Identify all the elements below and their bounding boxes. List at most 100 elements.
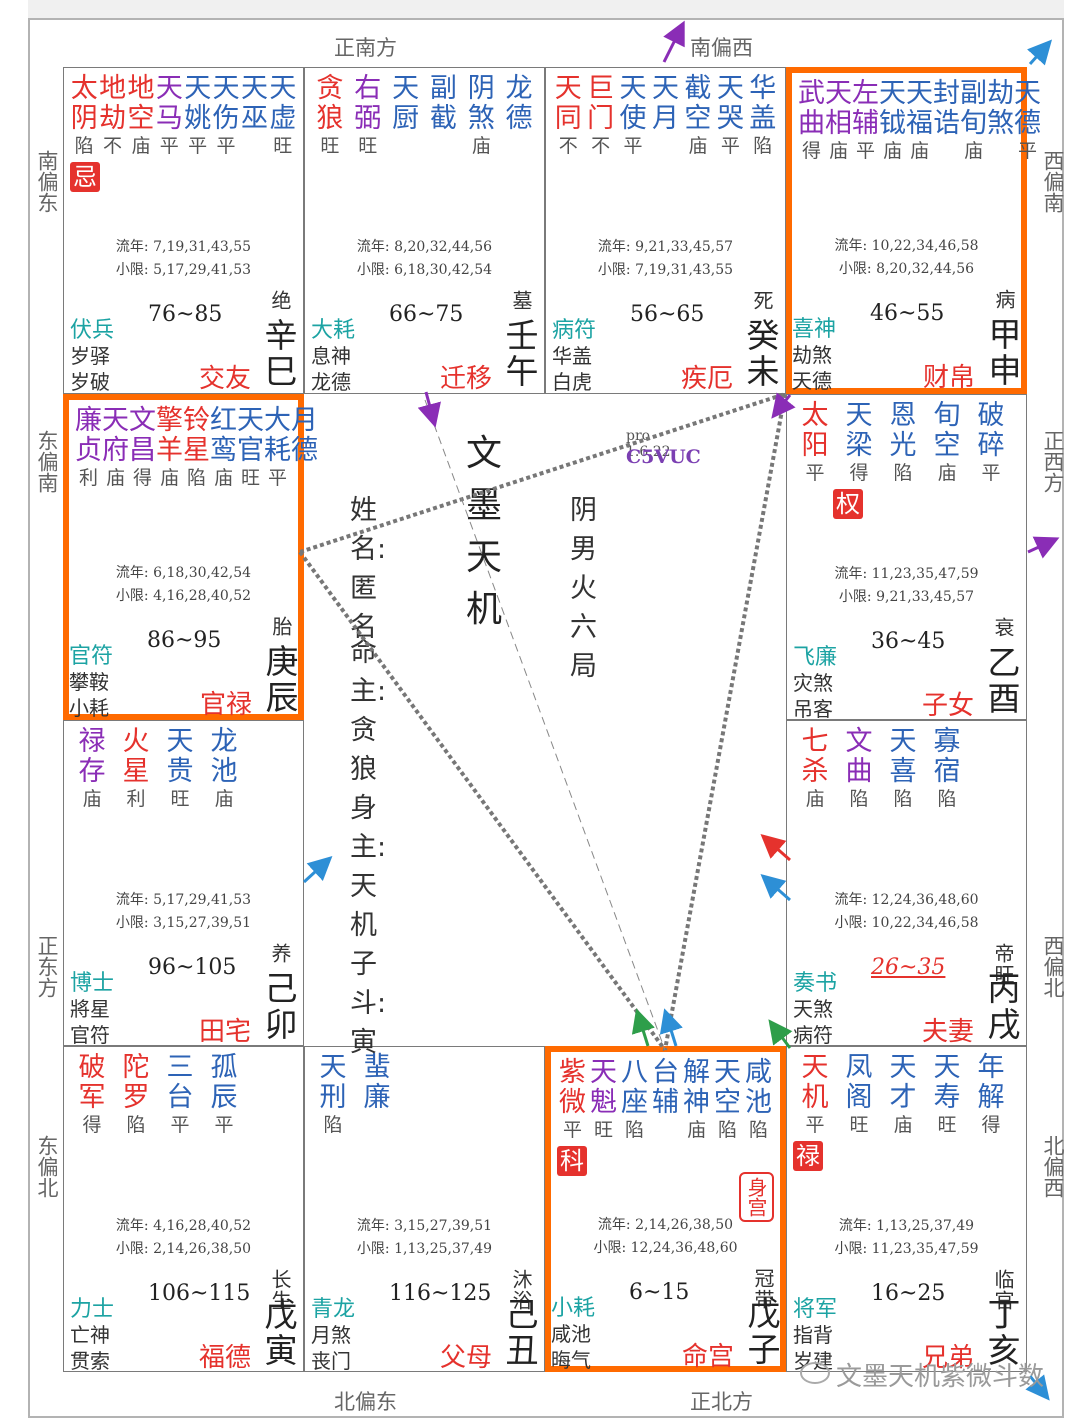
star-list: 天 同不巨 门不天 使平天 月 截 空庙天 哭平华 盖陷 <box>552 74 779 158</box>
star-name: 紫 微 <box>559 1057 586 1118</box>
arrow-blue-right <box>760 874 791 902</box>
star-brightness: 得 <box>849 462 869 484</box>
doctor-star: 青龙 <box>311 1297 356 1322</box>
changsheng-stage: 临官 <box>991 1269 1015 1311</box>
star-name: 太 阳 <box>801 400 829 461</box>
star-brightness: 旺 <box>320 135 340 157</box>
palace-name: 交友 <box>198 364 251 394</box>
star-brightness: 平 <box>170 1114 190 1136</box>
chart-code: C5VUC <box>626 446 701 468</box>
year-god-2: 白虎 <box>552 370 592 394</box>
star-brightness: 平 <box>562 1119 582 1141</box>
star-brightness: 庙 <box>882 140 902 162</box>
arrow-red <box>760 834 791 862</box>
decade-range: 16~25 <box>871 1281 946 1306</box>
direction-left-1: 南偏东 <box>35 150 59 213</box>
star-name: 武 曲 <box>798 78 825 139</box>
changsheng-stage: 养 <box>268 943 292 964</box>
star: 天 官旺 <box>237 406 264 490</box>
star-name: 擎 羊 <box>156 405 183 466</box>
star-name: 龙 德 <box>505 73 533 134</box>
heavenly-stem: 庚 <box>260 644 299 677</box>
star: 副 截 <box>424 74 462 158</box>
direction-bottom-left: 北偏东 <box>334 1390 397 1414</box>
star-name: 天 伤 <box>212 73 240 134</box>
star: 咸 池陷 <box>743 1058 774 1142</box>
decade-range: 116~125 <box>389 1281 492 1306</box>
star-name: 台 辅 <box>652 1057 679 1118</box>
doctor-star: 飞廉 <box>793 645 838 670</box>
star-name: 禄 存 <box>78 726 106 787</box>
star-brightness: 旺 <box>170 788 190 810</box>
earthly-branch: 辰 <box>260 680 299 713</box>
palace-cell-si[interactable]: 太 阴陷地 劫不地 空庙天 马平天 姚平天 伤平天 巫 天 虚旺忌流年: 7,1… <box>63 67 304 394</box>
xiaoxian-line: 小限: 6,18,30,42,54 <box>356 262 493 278</box>
gender-line: 阴男 火六局 <box>570 495 597 682</box>
liunian-line: 流年: 12,24,36,48,60 <box>834 892 979 908</box>
star-brightness: 庙 <box>82 788 102 810</box>
star-brightness: 旺 <box>593 1119 613 1141</box>
star: 天 福庙 <box>906 79 933 163</box>
star: 华 盖陷 <box>747 74 779 158</box>
palace-name: 父母 <box>439 1343 492 1373</box>
star: 副 旬庙 <box>960 79 987 163</box>
star: 八 座陷 <box>619 1058 650 1142</box>
direction-top-right: 南偏西 <box>690 36 753 60</box>
chart-frame <box>28 18 1064 1418</box>
liunian-line: 流年: 8,20,32,44,56 <box>356 239 493 255</box>
palace-name: 财帛 <box>922 363 975 393</box>
star-name: 陀 罗 <box>122 1052 150 1113</box>
star-name: 副 旬 <box>960 78 987 139</box>
direction-right-2: 正西方 <box>1041 430 1065 493</box>
star: 天 府庙 <box>102 406 129 490</box>
palace-cell-shen[interactable]: 武 曲得天 相庙左 辅平天 钺庙天 福庙封 诰 副 旬庙劫 煞 天 德平流年: … <box>786 67 1041 394</box>
palace-cell-wu[interactable]: 贪 狼旺右 弼旺天 厨 副 截 阴 煞庙龙 德 流年: 8,20,32,44,5… <box>304 67 545 394</box>
star-brightness: 旺 <box>240 467 260 489</box>
year-god-1: 劫煞 <box>792 343 832 367</box>
star-name: 火 星 <box>122 726 150 787</box>
heavenly-stem: 甲 <box>983 317 1022 350</box>
star-name: 寡 宿 <box>933 726 961 787</box>
star-name: 天 巫 <box>240 73 268 134</box>
earthly-branch: 未 <box>741 354 780 387</box>
star-name: 文 昌 <box>129 405 156 466</box>
star-brightness: 庙 <box>828 140 848 162</box>
star: 文 昌得 <box>129 406 156 490</box>
star-list: 武 曲得天 相庙左 辅平天 钺庙天 福庙封 诰 副 旬庙劫 煞 天 德平 <box>798 78 1041 163</box>
star: 破 军得 <box>70 1053 114 1137</box>
decade-range: 86~95 <box>147 628 222 653</box>
star-name: 天 同 <box>554 73 582 134</box>
star-name: 天 魁 <box>590 1057 617 1118</box>
doctor-star: 病符 <box>552 318 597 343</box>
star: 劫 煞 <box>987 79 1014 163</box>
star-brightness: 陷 <box>126 1114 146 1136</box>
xiaoxian-line: 小限: 5,17,29,41,53 <box>115 262 252 278</box>
palace-name: 命宫 <box>681 1342 734 1372</box>
star-name: 铃 星 <box>183 405 210 466</box>
star: 天 魁旺 <box>588 1058 619 1142</box>
palace-cell-wei[interactable]: 天 同不巨 门不天 使平天 月 截 空庙天 哭平华 盖陷流年: 9,21,33,… <box>545 67 786 394</box>
star: 天 才庙 <box>881 1053 925 1137</box>
star: 擎 羊庙 <box>156 406 183 490</box>
year-god-1: 天煞 <box>793 997 833 1021</box>
star: 解 神庙 <box>681 1058 712 1142</box>
liunian-line: 流年: 10,22,34,46,58 <box>834 238 979 254</box>
arrow-green-left <box>631 1008 655 1047</box>
palace-cell-chen[interactable]: 廉 贞利天 府庙文 昌得擎 羊庙铃 星陷红 鸾庙天 官旺大 耗平月 德 流年: … <box>63 394 318 720</box>
star-brightness: 庙 <box>937 462 957 484</box>
heavenly-stem: 乙 <box>982 645 1021 678</box>
star: 天 空陷 <box>712 1058 743 1142</box>
star: 旬 空庙 <box>925 401 969 485</box>
liunian-line: 流年: 4,16,28,40,52 <box>115 1218 252 1234</box>
star-name: 地 劫 <box>99 73 127 134</box>
star: 廉 贞利 <box>75 406 102 490</box>
xiaoxian-line: 小限: 7,19,31,43,55 <box>597 262 734 278</box>
triangle-line-2 <box>298 550 667 1052</box>
star-name: 天 府 <box>102 405 129 466</box>
